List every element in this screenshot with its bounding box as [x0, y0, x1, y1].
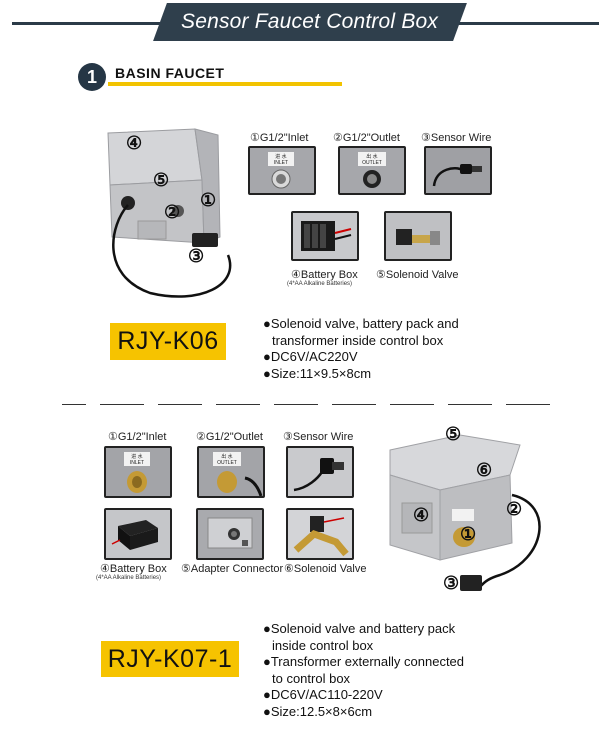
k07-inlet-tag-cn: 进 水	[131, 453, 142, 460]
k07-model-tag: RJY-K07-1	[101, 641, 239, 677]
k06-callout-5: ⑤	[153, 170, 170, 190]
k07-part-adapter-connector-label: ⑤Adapter Connector	[181, 563, 284, 575]
section-divider-dash	[158, 404, 202, 405]
k06-callout-1: ①	[200, 190, 217, 210]
k07-sensor-wire-thumb	[286, 446, 354, 498]
k06-part-inlet-label: ①G1/2"Inlet	[250, 132, 309, 144]
k06-outlet-thumb: 出 水 OUTLET	[338, 146, 406, 195]
k06-part-battery-box-label: ④Battery Box	[291, 269, 358, 281]
k07-outlet-tag-cn: 出 水	[221, 453, 232, 460]
k06-spec-list: ●Solenoid valve, battery pack and transf…	[263, 316, 459, 382]
section-underline	[108, 82, 342, 86]
k06-part-battery-box-note: (4*AA Alkaline Batteries)	[287, 281, 353, 287]
k07-adapter-connector-thumb	[196, 508, 264, 560]
section-title: BASIN FAUCET	[115, 65, 225, 81]
k06-part-solenoid-valve-label: ⑤Solenoid Valve	[376, 269, 459, 281]
k07-callout-5: ⑤	[445, 424, 462, 444]
k06-inlet-tag-en: INLET	[274, 160, 288, 166]
k07-outlet-thumb: 出 水 OUTLET	[197, 446, 265, 498]
k07-callout-1: ①	[460, 524, 477, 544]
k07-part-battery-box-label: ④Battery Box	[100, 563, 167, 575]
k07-spec-list: ●Solenoid valve and battery pack inside …	[263, 621, 464, 720]
k07-callout-2: ②	[506, 499, 523, 519]
k06-part-outlet-label: ②G1/2"Outlet	[333, 132, 400, 144]
section-number-badge: 1	[78, 63, 106, 91]
k06-spec-line: ●Solenoid valve, battery pack and	[263, 316, 459, 331]
k07-spec-line: ●Solenoid valve and battery pack	[263, 621, 456, 636]
k07-part-sensor-wire-label: ③Sensor Wire	[283, 431, 354, 443]
section-divider-dash	[62, 404, 86, 405]
k06-inlet-tag-cn: 进 水	[275, 153, 286, 160]
k07-spec-line: inside control box	[272, 637, 374, 653]
k06-callout-2: ②	[164, 202, 181, 222]
k06-callout-4: ④	[126, 133, 143, 153]
k07-part-outlet-label: ②G1/2"Outlet	[196, 431, 263, 443]
k07-inlet-thumb: 进 水 INLET	[104, 446, 172, 498]
k07-spec-line: ●Transformer externally connected	[263, 654, 465, 669]
k06-spec-line: ●Size:11×9.5×8cm	[263, 365, 372, 381]
k07-outlet-tag-en: OUTLET	[217, 460, 237, 466]
page-title: Sensor Faucet Control Box	[181, 10, 439, 33]
k06-outlet-tag-cn: 出 水	[366, 153, 377, 160]
section-divider-dash	[332, 404, 376, 405]
section-divider-dash	[390, 404, 434, 405]
k07-part-solenoid-valve-label: ⑥Solenoid Valve	[284, 563, 367, 575]
k06-sensor-wire-thumb	[424, 146, 492, 195]
section-divider-dash	[448, 404, 492, 405]
k07-spec-line: ●Size:12.5×8×6cm	[263, 703, 373, 719]
section-divider-dash	[274, 404, 318, 405]
k07-control-box-image	[389, 434, 541, 591]
k07-spec-line: to control box	[272, 670, 351, 686]
k06-control-box-image	[107, 128, 232, 298]
k06-spec-line: ●DC6V/AC220V	[263, 349, 358, 364]
k06-part-sensor-wire-label: ③Sensor Wire	[421, 132, 492, 144]
k07-part-battery-box-note: (4*AA Alkaline Batteries)	[96, 575, 162, 581]
k07-battery-box-thumb	[104, 508, 172, 560]
k06-inlet-thumb: 进 水 INLET	[248, 146, 316, 195]
k07-inlet-tag-en: INLET	[130, 460, 144, 466]
section-divider-dash	[216, 404, 260, 405]
section-divider-dash	[100, 404, 144, 405]
header-banner: Sensor Faucet Control Box	[153, 3, 467, 41]
k06-model-tag: RJY-K06	[110, 323, 226, 360]
k06-battery-box-thumb	[291, 211, 359, 261]
k07-callout-6: ⑥	[476, 460, 493, 480]
k06-spec-line: transformer inside control box	[272, 332, 444, 348]
k07-part-inlet-label: ①G1/2"Inlet	[108, 431, 167, 443]
k07-solenoid-valve-thumb	[286, 508, 354, 560]
k06-callout-3: ③	[188, 246, 205, 266]
k07-callout-4: ④	[413, 505, 430, 525]
k07-callout-3: ③	[443, 573, 460, 593]
k06-outlet-tag-en: OUTLET	[362, 160, 382, 166]
k07-spec-line: ●DC6V/AC110-220V	[263, 687, 383, 702]
k06-solenoid-valve-thumb	[384, 211, 452, 261]
section-divider-dash	[506, 404, 550, 405]
